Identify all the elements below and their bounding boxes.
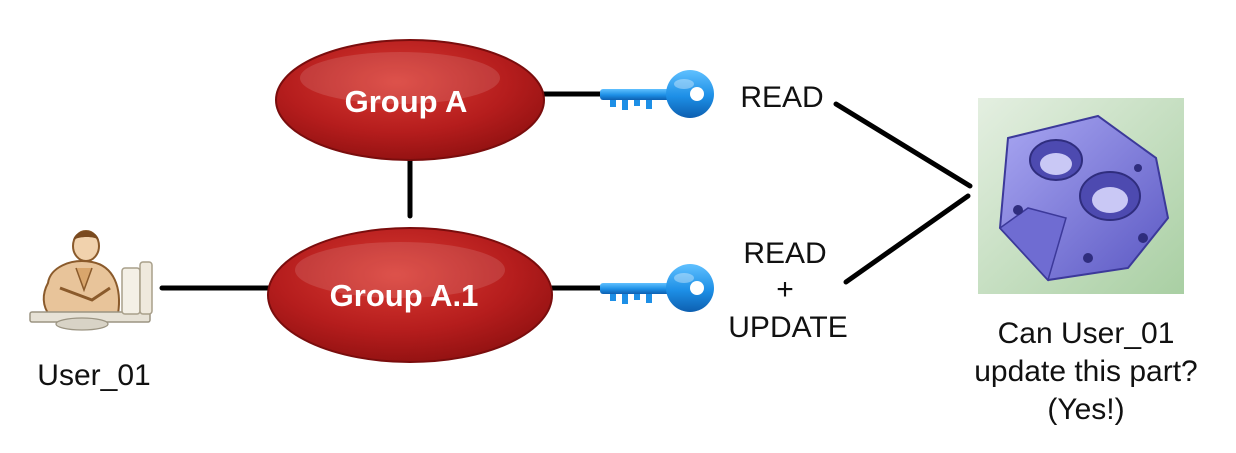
user-at-desk-icon xyxy=(29,230,153,331)
group-a1-node: Group A.1 xyxy=(267,227,553,363)
question-line2: update this part? xyxy=(974,355,1198,388)
user-label: User_01 xyxy=(37,359,150,392)
connector-readupdate-to-part xyxy=(843,193,971,285)
key-icon xyxy=(600,70,714,118)
group-a-node: Group A xyxy=(275,39,545,161)
group-a-label: Group A xyxy=(345,84,468,119)
connector-read-to-part xyxy=(833,101,973,189)
connectors xyxy=(159,91,973,291)
question-line1: Can User_01 xyxy=(998,317,1175,350)
group-a1-label: Group A.1 xyxy=(330,278,479,313)
permission-read-update-line2: + xyxy=(776,273,794,306)
permission-read-label: READ xyxy=(740,81,823,114)
question-line3: (Yes!) xyxy=(1047,393,1124,426)
permission-read-update-line1: READ xyxy=(743,237,826,270)
key-icon xyxy=(600,264,714,312)
cad-part-icon xyxy=(978,98,1184,294)
permission-read-update-line3: UPDATE xyxy=(728,311,847,344)
